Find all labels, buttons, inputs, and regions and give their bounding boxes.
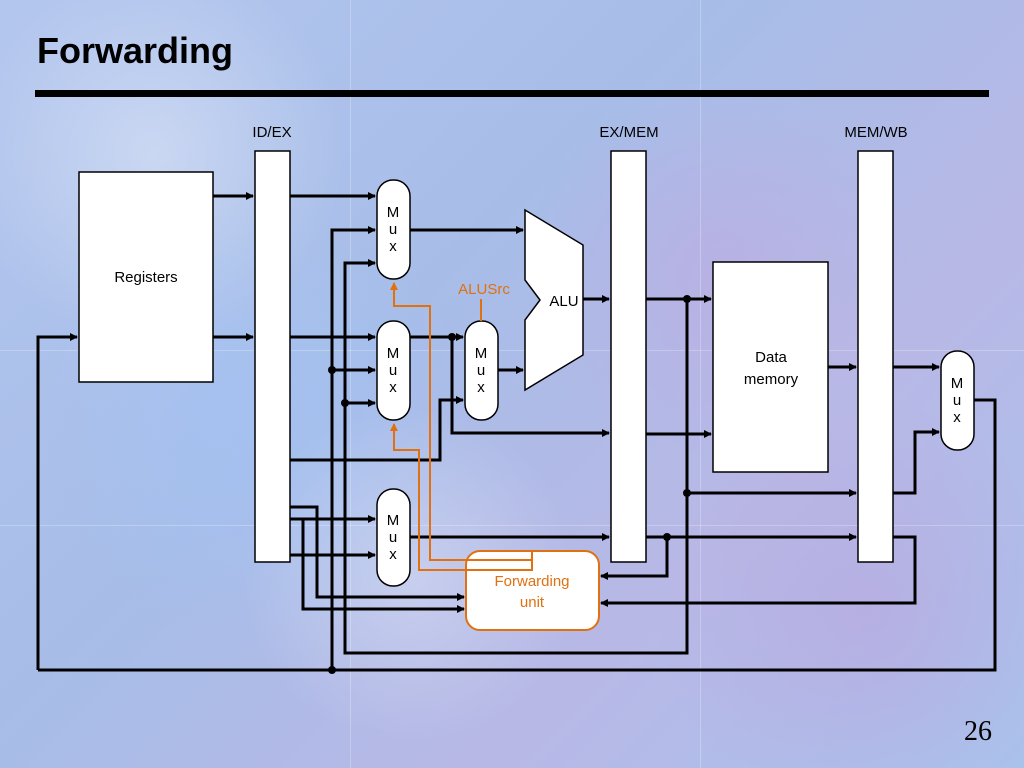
svg-text:x: x — [389, 238, 397, 255]
title-underline — [35, 90, 989, 97]
svg-text:M: M — [387, 512, 400, 529]
data-memory-label-line2: memory — [744, 371, 799, 388]
svg-text:M: M — [475, 345, 488, 362]
svg-text:u: u — [389, 221, 397, 238]
ex-mem-label: EX/MEM — [599, 124, 658, 141]
ex-mem-pipeline-register — [610, 150, 647, 563]
svg-text:x: x — [953, 409, 961, 426]
mux-a-forward: M u x — [376, 179, 411, 280]
svg-text:u: u — [953, 392, 961, 409]
registers-block — [78, 171, 214, 383]
mux-writeback: M u x — [940, 350, 975, 451]
id-ex-pipeline-register — [254, 150, 291, 563]
alusrc-label: ALUSrc — [458, 281, 510, 298]
page-number: 26 — [964, 716, 992, 747]
svg-text:u: u — [477, 362, 485, 379]
svg-text:x: x — [389, 546, 397, 563]
datapath-wires — [36, 192, 997, 672]
wire-junctions — [328, 295, 691, 674]
background-tile-seam — [0, 525, 1024, 526]
mem-wb-pipeline-register — [857, 150, 894, 563]
data-memory-label-line1: Data — [755, 349, 787, 366]
forwarding-unit-label-line1: Forwarding — [494, 573, 569, 590]
svg-text:u: u — [389, 529, 397, 546]
alu-block — [524, 208, 584, 392]
background-tile-seam — [700, 0, 701, 768]
mux-alusrc: M u x — [464, 320, 499, 421]
svg-text:M: M — [951, 375, 964, 392]
data-memory-block — [712, 261, 829, 473]
registers-label: Registers — [114, 269, 177, 286]
forwarding-control-wires — [390, 282, 533, 571]
mux-b-forward: M u x — [376, 320, 411, 421]
svg-text:M: M — [387, 204, 400, 221]
svg-text:M: M — [387, 345, 400, 362]
id-ex-label: ID/EX — [252, 124, 291, 141]
svg-text:x: x — [389, 379, 397, 396]
svg-text:x: x — [477, 379, 485, 396]
background-tile-seam — [0, 350, 1024, 351]
mem-wb-label: MEM/WB — [844, 124, 907, 141]
forwarding-unit-label-line2: unit — [520, 594, 545, 611]
background-tile-seam — [350, 0, 351, 768]
svg-text:u: u — [389, 362, 397, 379]
alu-label: ALU — [549, 293, 578, 310]
mux-regdst: M u x — [376, 488, 411, 587]
slide-title: Forwarding — [37, 30, 233, 71]
